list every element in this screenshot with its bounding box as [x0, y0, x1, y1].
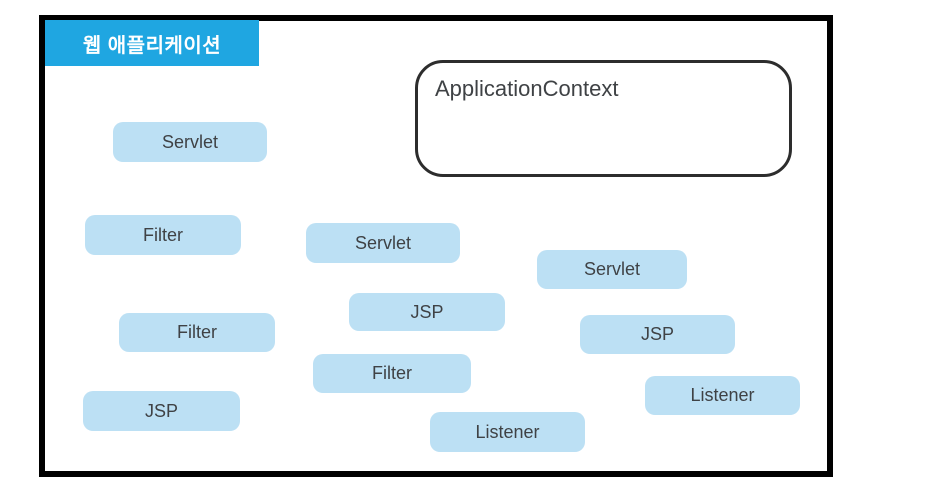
- component-label: JSP: [410, 301, 444, 322]
- application-context-label: ApplicationContext: [435, 76, 619, 101]
- application-context-box: ApplicationContext: [415, 60, 792, 177]
- component-box-servlet-3: Servlet: [537, 250, 687, 289]
- web-application-title-text: 웹 애플리케이션: [82, 34, 222, 57]
- component-label: Filter: [177, 322, 217, 342]
- component-label: JSP: [144, 400, 178, 421]
- component-label: Filter: [143, 224, 183, 245]
- component-label: Filter: [372, 363, 412, 383]
- component-label: JSP: [640, 324, 674, 344]
- component-box-filter-7: Filter: [313, 354, 471, 393]
- component-box-filter-1: Filter: [85, 215, 241, 255]
- component-box-jsp-4: JSP: [349, 293, 505, 331]
- component-box-listener-8: Listener: [645, 376, 800, 415]
- component-label: Servlet: [161, 131, 219, 152]
- component-box-servlet-2: Servlet: [306, 223, 460, 263]
- web-application-title-badge: 웹 애플리케이션: [45, 20, 259, 66]
- component-box-jsp-9: JSP: [83, 391, 240, 431]
- component-box-jsp-6: JSP: [580, 315, 735, 354]
- component-label: Servlet: [583, 259, 641, 279]
- component-label: Listener: [475, 421, 540, 442]
- component-label: Listener: [690, 385, 755, 405]
- component-box-servlet-0: Servlet: [113, 122, 267, 162]
- component-box-listener-10: Listener: [430, 412, 585, 452]
- component-box-filter-5: Filter: [119, 313, 275, 352]
- component-label: Servlet: [354, 232, 412, 253]
